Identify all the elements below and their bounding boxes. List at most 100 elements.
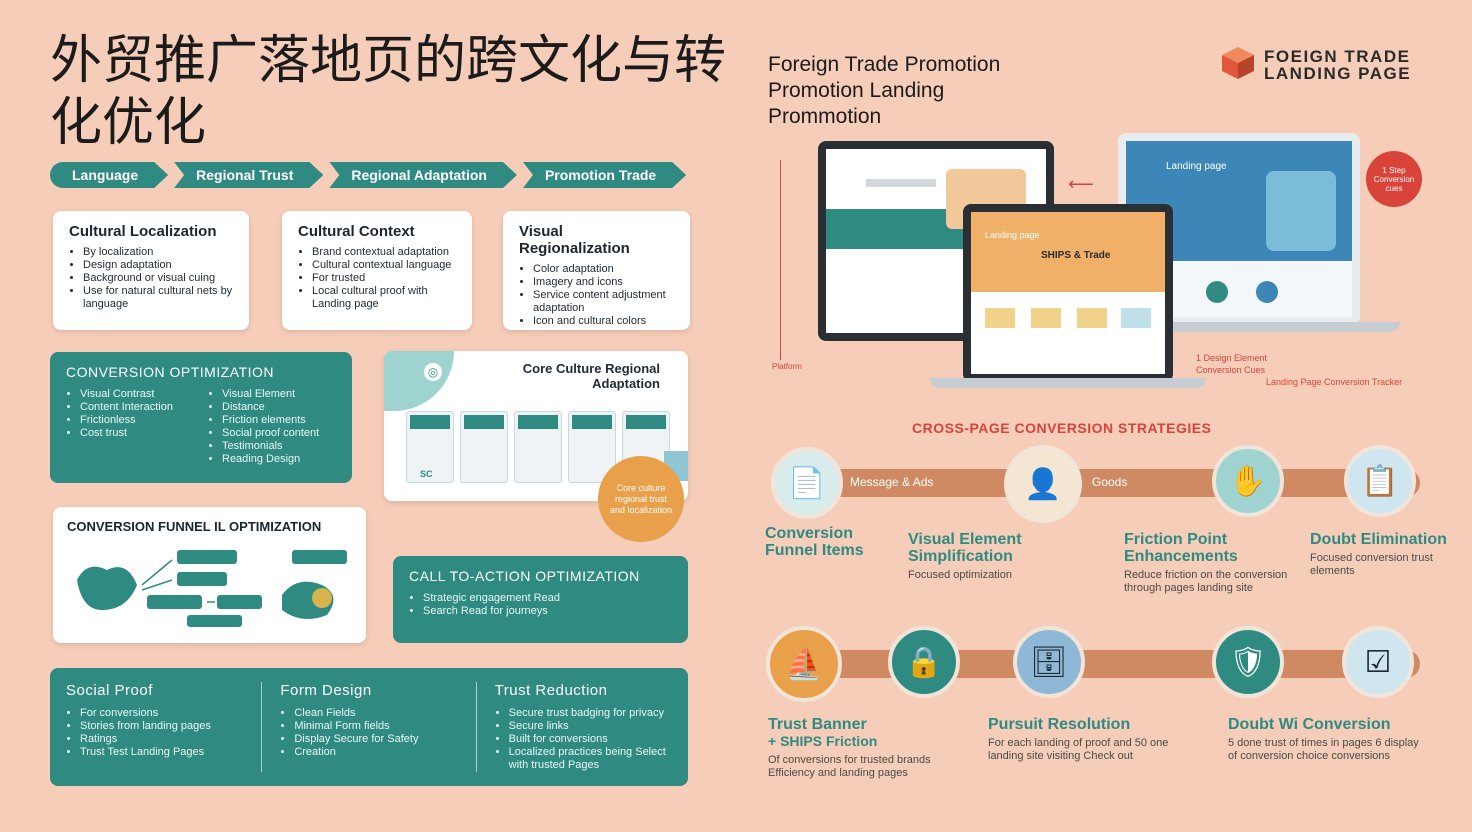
laptop-base [930, 378, 1206, 388]
screen-dot [1206, 281, 1228, 303]
cta-optimization-panel: CALL TO-ACTION OPTIMIZATION Strategic en… [393, 556, 688, 643]
list-item: Testimonials [222, 440, 336, 453]
list-item: Background or visual cuing [83, 272, 233, 285]
right-title-line: Promotion Landing [768, 79, 945, 102]
panel-list-right: Visual Element Distance Friction element… [208, 388, 336, 466]
form-design-column: Form Design Clean Fields Minimal Form fi… [280, 682, 457, 772]
strategy-desc: For each landing of proof and 50 one lan… [988, 737, 1169, 762]
list-item: Trust Test Landing Pages [80, 746, 243, 759]
list-item: Service content adjustment adaptation [533, 289, 674, 315]
strategy-item: Conversion Funnel Items [765, 525, 905, 559]
clipboard-icon: 📋 [1344, 445, 1416, 517]
list-item: Minimal Form fields [294, 720, 457, 733]
list-item: Secure trust badging for privacy [509, 707, 672, 720]
right-title: Foreign Trade Promotion Promotion Landin… [768, 52, 1000, 130]
cube-logo-icon [1220, 45, 1256, 81]
strategy-subtitle: + SHIPS Friction [768, 733, 878, 749]
list-item: Brand contextual adaptation [312, 246, 456, 259]
list-item: Icon and cultural colors [533, 315, 674, 328]
strategy-title: Friction Point Enhancements [1124, 531, 1238, 565]
strategy-item: Doubt Wi Conversion 5 done trust of time… [1228, 716, 1428, 763]
list-item: Design adaptation [83, 259, 233, 272]
step-tab-language[interactable]: Language [50, 162, 168, 188]
card-cultural-localization: Cultural Localization By localization De… [53, 211, 249, 330]
lock-icon: 🔒 [888, 626, 960, 698]
strategy-desc: Focused optimization [908, 569, 1012, 581]
thumbnail-label: SC [420, 469, 433, 479]
divider [475, 682, 477, 772]
strategy-item: Pursuit Resolution For each landing of p… [988, 716, 1188, 763]
list-item: For conversions [80, 707, 243, 720]
list-item: Visual Element [222, 388, 336, 401]
social-proof-column: Social Proof For conversions Stories fro… [66, 682, 243, 772]
logo-line: LANDING PAGE [1264, 64, 1412, 83]
list-item: Friction elements [222, 414, 336, 427]
thumbnail [460, 411, 508, 483]
thumbnail [406, 411, 454, 483]
annotation-text: Landing Page Conversion Tracker [1266, 377, 1403, 387]
checklist-icon: ☑ [1342, 626, 1414, 698]
laptop-base [1100, 322, 1400, 332]
list-item: For trusted [312, 272, 456, 285]
step-tab-regional-adaptation[interactable]: Regional Adaptation [329, 162, 517, 188]
decorative-shape [384, 351, 454, 411]
page-title: 外贸推广落地页的跨文化与转化优化 [50, 31, 727, 153]
panel-list-left: Visual Contrast Content Interaction Fric… [66, 388, 194, 466]
card-list: By localization Design adaptation Backgr… [69, 246, 233, 311]
column-list: Clean Fields Minimal Form fields Display… [280, 707, 457, 759]
card-cultural-context: Cultural Context Brand contextual adapta… [282, 211, 472, 330]
document-icon: 📄 [771, 447, 843, 519]
column-list: Secure trust badging for privacy Secure … [495, 707, 672, 772]
conversion-funnel-panel: CONVERSION FUNNEL IL OPTIMIZATION [53, 507, 366, 643]
list-item: Localized practices being Select with tr… [509, 746, 672, 772]
strategy-desc: Focused conversion trust elements [1310, 552, 1433, 577]
panel-title: CONVERSION OPTIMIZATION [66, 364, 275, 380]
screen-card [1031, 308, 1061, 328]
strategy-title: Trust Banner [768, 716, 867, 733]
strategies-title: CROSS-PAGE CONVERSION STRATEGIES [912, 420, 1212, 436]
column-title: Trust Reduction [494, 682, 608, 699]
server-icon: 🗄 [1013, 626, 1085, 698]
step-tab-regional-trust[interactable]: Regional Trust [174, 162, 323, 188]
conversion-optimization-panel: CONVERSION OPTIMIZATION Visual Contrast … [50, 352, 352, 483]
list-item: Secure links [509, 720, 672, 733]
strategy-item: Friction Point Enhancements Reduce frict… [1124, 531, 1294, 595]
annotation-text: 1 Design Element [1196, 353, 1268, 363]
list-item: Cultural contextual language [312, 259, 456, 272]
page-thumbnails [406, 411, 676, 488]
hand-icon: ✋ [1212, 445, 1284, 517]
laptop-screen: Landing page SHIPS & Trade [971, 212, 1165, 374]
panel-title: CONVERSION FUNNEL IL OPTIMIZATION [67, 519, 322, 534]
screen-line [866, 179, 936, 187]
list-item: Frictionless [80, 414, 194, 427]
list-item: Clean Fields [294, 707, 457, 720]
strategy-title: Visual Element Simplification [908, 531, 1022, 565]
card-title: Visual Regionalization [519, 223, 630, 257]
screen-band [971, 212, 1165, 292]
arrow-left-icon: ⟵ [1068, 174, 1094, 194]
list-item: Imagery and icons [533, 276, 674, 289]
divider [261, 682, 263, 772]
column-title: Social Proof [66, 682, 153, 699]
globe-icon: ◎ [424, 363, 442, 381]
strategy-title: Conversion Funnel Items [765, 525, 864, 559]
right-title-line: Prommotion [768, 105, 882, 128]
red-badge: 1 Step Conversion cues [1366, 151, 1422, 207]
screen-card [1121, 308, 1151, 328]
list-item: Color adaptation [533, 263, 674, 276]
strategy-title: Doubt Elimination [1310, 531, 1447, 548]
panel-title: Core Culture Regional Adaptation [522, 361, 660, 391]
right-title-line: Foreign Trade Promotion [768, 53, 1001, 76]
panel-title: CALL TO-ACTION OPTIMIZATION [409, 568, 640, 584]
screen-illustration [1266, 171, 1336, 251]
annotation-group: 1 Design Element Conversion Cues Landing… [1196, 352, 1402, 388]
step-tab-promotion-trade[interactable]: Promotion Trade [523, 162, 686, 188]
list-item: Creation [294, 746, 457, 759]
list-item: Visual Contrast [80, 388, 194, 401]
trust-elements-panel: Social Proof For conversions Stories fro… [50, 668, 688, 786]
card-list: Brand contextual adaptation Cultural con… [298, 246, 456, 311]
card-visual-regionalization: Visual Regionalization Color adaptation … [503, 211, 690, 330]
card-title: Cultural Context [298, 223, 415, 240]
logo-line: FOEIGN TRADE [1264, 47, 1411, 66]
trust-reduction-column: Trust Reduction Secure trust badging for… [495, 682, 672, 772]
